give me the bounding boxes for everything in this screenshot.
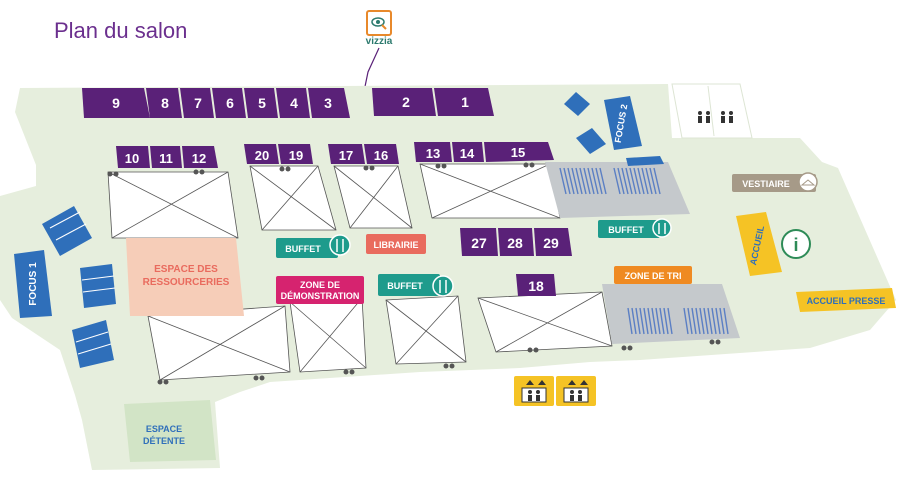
stand-5-label: 5 — [258, 95, 266, 111]
eye-magnifier-icon — [366, 10, 392, 36]
hanger-icon — [798, 172, 818, 192]
stand-12[interactable]: 12 — [182, 146, 218, 168]
stand-16[interactable]: 16 — [364, 144, 399, 164]
espace-detente[interactable]: ESPACE DÉTENTE — [124, 400, 216, 462]
focus-2-base — [626, 156, 664, 166]
stand-7[interactable]: 7 — [180, 88, 214, 118]
stand-14[interactable]: 14 — [452, 142, 484, 162]
stand-20-label: 20 — [255, 148, 269, 163]
stand-28-label: 28 — [507, 235, 523, 251]
focus-2-panels — [564, 92, 606, 154]
stand-9[interactable]: 9 — [82, 88, 150, 118]
stand-10-label: 10 — [125, 151, 139, 166]
zone-de-tri[interactable]: ZONE DE TRI — [614, 266, 692, 284]
buffet-1-label: BUFFET — [285, 244, 321, 254]
bench-dots — [107, 162, 721, 385]
elevators — [514, 376, 596, 406]
focus-2-banner[interactable]: FOCUS 2 — [604, 96, 642, 150]
page-title: Plan du salon — [54, 18, 188, 43]
buffet-3[interactable]: BUFFET — [598, 218, 672, 238]
cutlery-icon — [652, 218, 672, 238]
stand-13-label: 13 — [426, 146, 440, 161]
accueil-presse-label: ACCUEIL PRESSE — [807, 296, 886, 306]
librairie-label: LIBRAIRIE — [374, 240, 419, 250]
buffet-3-label: BUFFET — [608, 225, 644, 235]
stand-8-label: 8 — [161, 95, 169, 111]
stand-row-top[interactable]: 9 8 7 6 5 4 3 2 1 — [82, 88, 494, 118]
stand-6-label: 6 — [226, 95, 234, 111]
stand-13[interactable]: 13 — [414, 142, 452, 162]
stand-16-label: 16 — [374, 148, 388, 163]
accueil-presse[interactable]: ACCUEIL PRESSE — [796, 288, 896, 312]
vestiaire-label: VESTIAIRE — [742, 179, 790, 189]
stand-18[interactable]: 18 — [516, 274, 556, 296]
stand-1[interactable]: 1 — [434, 88, 494, 116]
vizzia-logo: vizzia — [364, 10, 394, 47]
elevator-icon — [528, 390, 582, 401]
stand-1-label: 1 — [461, 94, 469, 110]
focus-1-panels — [42, 206, 116, 368]
stand-28[interactable]: 28 — [498, 228, 534, 256]
stand-17-label: 17 — [339, 148, 353, 163]
focus-1-banner[interactable]: FOCUS 1 — [14, 250, 52, 318]
cutlery-icon — [329, 234, 351, 256]
seating-area-top — [545, 162, 690, 218]
stand-15-label: 15 — [511, 145, 525, 160]
stand-15[interactable]: 15 — [484, 142, 554, 162]
zone-de-tri-label: ZONE DE TRI — [624, 271, 681, 281]
stand-3[interactable]: 3 — [308, 88, 350, 118]
accueil-desk[interactable]: ACCUEIL i — [736, 212, 811, 276]
espace-ressourceries-line1: ESPACE DES — [154, 264, 218, 275]
espace-detente-line2: DÉTENTE — [143, 436, 185, 446]
toilet-room — [671, 83, 753, 139]
stand-7-label: 7 — [194, 95, 202, 111]
stand-8[interactable]: 8 — [146, 88, 182, 118]
toilets-icon — [698, 111, 733, 123]
seating-area-bottom — [602, 284, 740, 344]
info-icon — [781, 229, 811, 259]
stand-29-label: 29 — [543, 235, 559, 251]
stand-17[interactable]: 17 — [328, 144, 365, 164]
zone-demonstration[interactable]: ZONE DE DÉMONSTRATION — [276, 276, 364, 304]
stand-9-label: 9 — [112, 95, 120, 111]
stand-2-label: 2 — [402, 94, 410, 110]
table-area-g — [385, 295, 467, 365]
info-icon-glyph: i — [793, 235, 798, 255]
stand-12-label: 12 — [192, 151, 206, 166]
zone-demo-line2: DÉMONSTRATION — [281, 291, 360, 301]
stand-11-label: 11 — [159, 151, 173, 166]
zone-demo-line1: ZONE DE — [300, 280, 340, 290]
stand-18-label: 18 — [528, 278, 544, 294]
librairie[interactable]: LIBRAIRIE — [366, 234, 426, 254]
buffet-2-label: BUFFET — [387, 281, 423, 291]
stand-3-label: 3 — [324, 95, 332, 111]
stand-11[interactable]: 11 — [150, 146, 182, 168]
stand-27-label: 27 — [471, 235, 487, 251]
stand-19[interactable]: 19 — [278, 144, 313, 164]
vestiaire[interactable]: VESTIAIRE — [732, 172, 818, 192]
stand-2[interactable]: 2 — [372, 88, 436, 116]
stand-row-middle[interactable]: 10 11 12 20 19 17 16 13 14 15 27 28 29 1… — [116, 142, 572, 296]
stand-29[interactable]: 29 — [534, 228, 572, 256]
buffet-1[interactable]: BUFFET — [276, 234, 351, 258]
cutlery-icon — [432, 275, 454, 297]
stand-27[interactable]: 27 — [460, 228, 498, 256]
espace-ressourceries[interactable]: ESPACE DES RESSOURCERIES — [126, 238, 244, 316]
stand-10[interactable]: 10 — [116, 146, 150, 168]
stand-20[interactable]: 20 — [244, 144, 279, 164]
espace-ressourceries-line2: RESSOURCERIES — [143, 277, 230, 288]
espace-detente-line1: ESPACE — [146, 424, 182, 434]
focus-1-label: FOCUS 1 — [28, 262, 39, 306]
stand-4-label: 4 — [290, 95, 298, 111]
stand-6[interactable]: 6 — [212, 88, 246, 118]
stand-4[interactable]: 4 — [276, 88, 310, 118]
stand-5[interactable]: 5 — [244, 88, 278, 118]
table-area-e — [147, 305, 291, 381]
stand-14-label: 14 — [460, 146, 475, 161]
stand-19-label: 19 — [289, 148, 303, 163]
buffet-2[interactable]: BUFFET — [378, 274, 454, 297]
logo-text: vizzia — [365, 36, 393, 47]
